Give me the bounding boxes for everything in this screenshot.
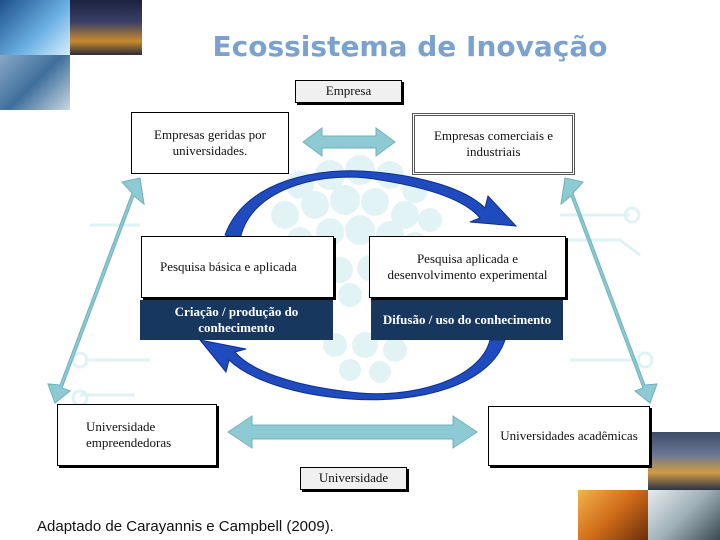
source-citation: Adaptado de Carayannis e Campbell (2009)… bbox=[37, 518, 334, 535]
box-pesquisa-aplicada: Pesquisa aplicada e desenvolvimento expe… bbox=[369, 236, 566, 298]
box-difusao: Difusão / uso do conhecimento bbox=[371, 300, 563, 340]
box-universidade-empreendedora: Universidade empreendedoras bbox=[57, 404, 217, 466]
box-empresas-comerciais: Empresas comerciais e industriais bbox=[412, 113, 575, 175]
double-arrow-top bbox=[302, 127, 396, 157]
box-pesquisa-basica: Pesquisa básica e aplicada bbox=[141, 236, 334, 298]
label-empresa: Empresa bbox=[295, 80, 402, 103]
label-universidade: Universidade bbox=[300, 467, 407, 490]
double-arrow-bottom bbox=[227, 415, 478, 449]
box-criacao: Criação / produção do conhecimento bbox=[140, 300, 333, 340]
photo-collage-bottom-right bbox=[578, 432, 720, 540]
box-universidades-academicas: Universidades acadêmicas bbox=[488, 406, 650, 466]
double-arrow-right bbox=[560, 177, 658, 404]
curved-arrow-bottom bbox=[198, 339, 506, 401]
box-empresas-geridas: Empresas geridas por universidades. bbox=[131, 112, 289, 174]
curved-arrow-top bbox=[224, 170, 518, 241]
page-title: Ecossistema de Inovação bbox=[212, 30, 608, 63]
photo-collage-top-left bbox=[0, 0, 142, 110]
double-arrow-left bbox=[47, 177, 145, 404]
